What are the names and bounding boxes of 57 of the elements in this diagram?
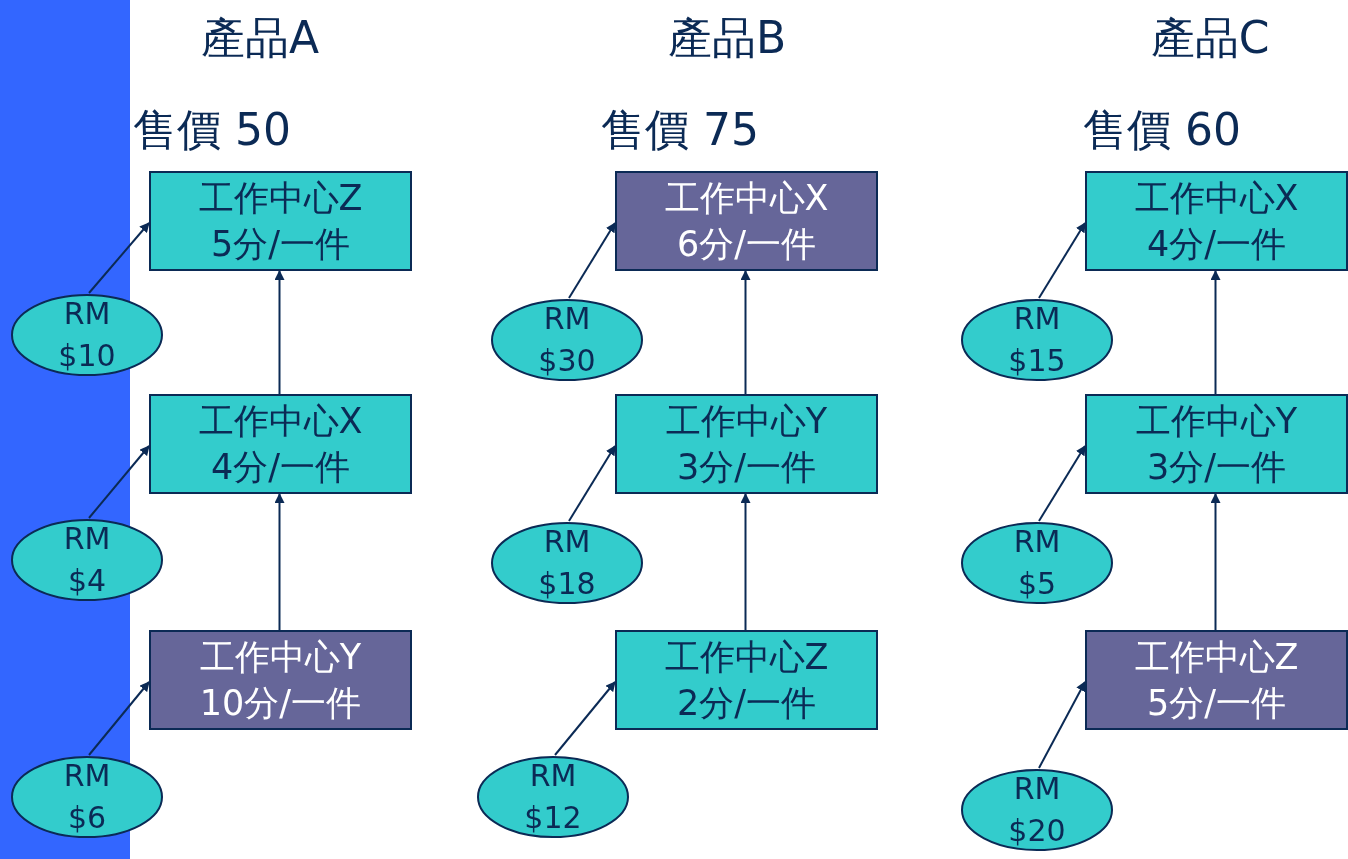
material-ellipse xyxy=(491,299,643,381)
arrow xyxy=(740,270,751,395)
price-heading: 售價 60 xyxy=(1083,102,1241,157)
box-label: 工作中心X 4分/一件 xyxy=(197,400,364,489)
box-label: 工作中心X 6分/一件 xyxy=(663,177,830,266)
arrow xyxy=(568,445,616,522)
process-box xyxy=(1085,630,1348,730)
arrow xyxy=(88,222,150,294)
arrow xyxy=(1038,222,1086,299)
material-ellipse xyxy=(11,519,163,601)
ellipse-label: RM $10 xyxy=(57,295,117,375)
arrow xyxy=(554,681,616,756)
ellipse-label: RM $4 xyxy=(62,520,112,600)
arrow xyxy=(88,681,150,756)
box-label: 工作中心Y 10分/一件 xyxy=(198,636,363,725)
process-box xyxy=(615,171,878,271)
arrow xyxy=(88,445,150,519)
material-ellipse xyxy=(477,756,629,838)
arrow xyxy=(740,493,751,631)
process-box xyxy=(1085,394,1348,494)
arrow xyxy=(274,270,285,395)
ellipse-label: RM $30 xyxy=(537,300,597,380)
ellipse-label: RM $5 xyxy=(1012,523,1062,603)
box-label: 工作中心Y 3分/一件 xyxy=(664,400,829,489)
arrow xyxy=(1038,445,1086,522)
box-label: 工作中心Y 3分/一件 xyxy=(1134,400,1299,489)
box-label: 工作中心X 4分/一件 xyxy=(1133,177,1300,266)
ellipse-label: RM $18 xyxy=(537,523,597,603)
arrow xyxy=(274,493,285,631)
process-box xyxy=(149,630,412,730)
price-heading: 售價 50 xyxy=(133,102,291,157)
arrow xyxy=(1210,493,1221,631)
process-box xyxy=(615,394,878,494)
ellipse-label: RM $20 xyxy=(1007,770,1067,850)
box-label: 工作中心Z 5分/一件 xyxy=(1133,636,1300,725)
material-ellipse xyxy=(11,294,163,376)
material-ellipse xyxy=(491,522,643,604)
material-ellipse xyxy=(11,756,163,838)
process-box xyxy=(149,394,412,494)
arrow xyxy=(1038,681,1086,769)
arrow xyxy=(1210,270,1221,395)
box-label: 工作中心Z 2分/一件 xyxy=(663,636,830,725)
material-ellipse xyxy=(961,522,1113,604)
product-heading: 產品B xyxy=(667,10,787,65)
process-box xyxy=(615,630,878,730)
ellipse-label: RM $6 xyxy=(62,757,112,837)
ellipse-label: RM $15 xyxy=(1007,300,1067,380)
process-box xyxy=(149,171,412,271)
price-heading: 售價 75 xyxy=(601,102,759,157)
material-ellipse xyxy=(961,299,1113,381)
ellipse-label: RM $12 xyxy=(523,757,583,837)
arrow xyxy=(568,222,616,299)
product-heading: 產品A xyxy=(200,10,320,65)
product-heading: 產品C xyxy=(1150,10,1270,65)
process-box xyxy=(1085,171,1348,271)
box-label: 工作中心Z 5分/一件 xyxy=(197,177,364,266)
material-ellipse xyxy=(961,769,1113,851)
